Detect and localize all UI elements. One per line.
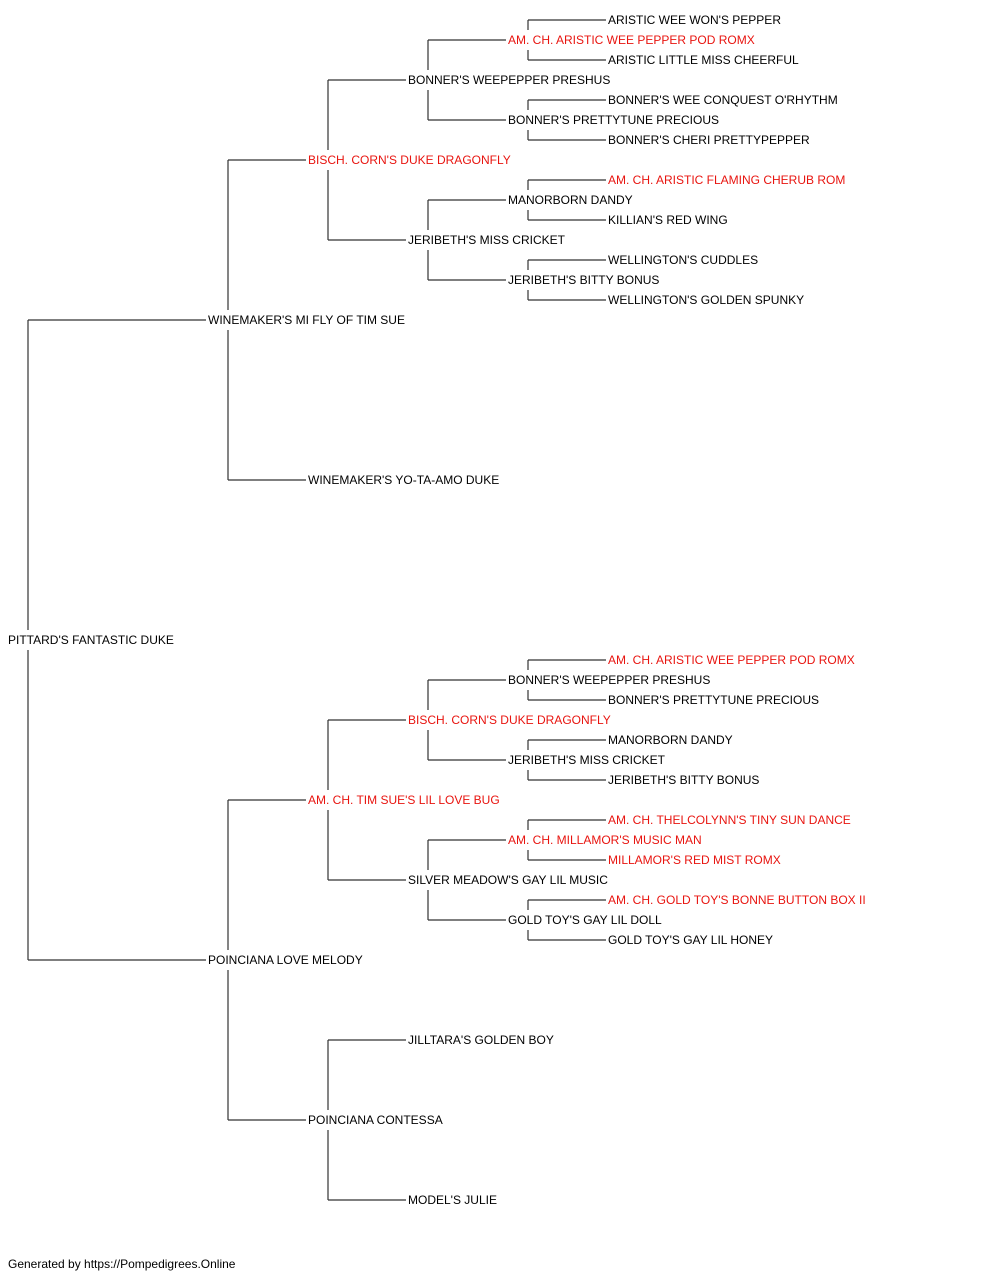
footer-credit: Generated by https://Pompedigrees.Online <box>8 1257 236 1271</box>
pedigree-name-sire-sire-sire-dam-sire-bonner-s-wee-conquest-o-rhythm: BONNER'S WEE CONQUEST O'RHYTHM <box>608 93 838 107</box>
pedigree-name-sire-sire-dam-jeribeth-s-miss-cricket: JERIBETH'S MISS CRICKET <box>408 233 566 247</box>
pedigree-name-sire-sire-sire-sire-sire-aristic-wee-won-s-pepper: ARISTIC WEE WON'S PEPPER <box>608 13 781 27</box>
pedigree-name-dam-dam-poinciana-contessa: POINCIANA CONTESSA <box>308 1113 443 1127</box>
pedigree-name-dam-sire-dam-silver-meadow-s-gay-lil-music: SILVER MEADOW'S GAY LIL MUSIC <box>408 873 608 887</box>
pedigree-name-sire-sire-bisch-corn-s-duke-dragonfly: BISCH. CORN'S DUKE DRAGONFLY <box>308 153 511 167</box>
pedigree-name-sire-sire-sire-sire-dam-aristic-little-miss-cheerful: ARISTIC LITTLE MISS CHEERFUL <box>608 53 799 67</box>
pedigree-name-sire-sire-dam-sire-dam-killian-s-red-wing: KILLIAN'S RED WING <box>608 213 728 227</box>
pedigree-names: PITTARD'S FANTASTIC DUKE WINEMAKER'S MI F… <box>8 13 866 1207</box>
pedigree-name-dam-poinciana-love-melody: POINCIANA LOVE MELODY <box>208 953 363 967</box>
pedigree-name-sire-sire-sire-sire-am-ch-aristic-wee-pepper-pod-romx: AM. CH. ARISTIC WEE PEPPER POD ROMX <box>508 33 755 47</box>
pedigree-name-dam-sire-sire-sire-bonner-s-weepepper-preshus: BONNER'S WEEPEPPER PRESHUS <box>508 673 710 687</box>
pedigree-connector-lines <box>27 19 606 1201</box>
pedigree-name-sire-sire-dam-sire-manorborn-dandy: MANORBORN DANDY <box>508 193 633 207</box>
pedigree-name-sire-sire-sire-dam-dam-bonner-s-cheri-prettypepper: BONNER'S CHERI PRETTYPEPPER <box>608 133 810 147</box>
pedigree-name-sire-dam-winemaker-s-yo-ta-amo-duke: WINEMAKER'S YO-TA-AMO DUKE <box>308 473 499 487</box>
pedigree-name-dam-sire-dam-dam-sire-am-ch-gold-toy-s-bonne-button-box-ii: AM. CH. GOLD TOY'S BONNE BUTTON BOX II <box>608 893 866 907</box>
pedigree-name-sire-sire-dam-dam-jeribeth-s-bitty-bonus: JERIBETH'S BITTY BONUS <box>508 273 659 287</box>
pedigree-name-dam-sire-dam-sire-dam-millamor-s-red-mist-romx: MILLAMOR'S RED MIST ROMX <box>608 853 781 867</box>
pedigree-name-dam-dam-sire-jilltara-s-golden-boy: JILLTARA'S GOLDEN BOY <box>408 1033 554 1047</box>
pedigree-name-dam-sire-dam-dam-dam-gold-toy-s-gay-lil-honey: GOLD TOY'S GAY LIL HONEY <box>608 933 773 947</box>
pedigree-name-dam-sire-dam-dam-gold-toy-s-gay-lil-doll: GOLD TOY'S GAY LIL DOLL <box>508 913 662 927</box>
pedigree-name-dam-sire-sire-dam-dam-jeribeth-s-bitty-bonus: JERIBETH'S BITTY BONUS <box>608 773 759 787</box>
pedigree-name-sire-sire-sire-dam-bonner-s-prettytune-precious: BONNER'S PRETTYTUNE PRECIOUS <box>508 113 719 127</box>
pedigree-name-sire-winemaker-s-mi-fly-of-tim-sue: WINEMAKER'S MI FLY OF TIM SUE <box>208 313 405 327</box>
pedigree-name-sire-sire-sire-bonner-s-weepepper-preshus: BONNER'S WEEPEPPER PRESHUS <box>408 73 610 87</box>
pedigree-name-dam-sire-am-ch-tim-sue-s-lil-love-bug: AM. CH. TIM SUE'S LIL LOVE BUG <box>308 793 500 807</box>
pedigree-name-dam-sire-sire-bisch-corn-s-duke-dragonfly: BISCH. CORN'S DUKE DRAGONFLY <box>408 713 611 727</box>
pedigree-name-dam-sire-sire-dam-sire-manorborn-dandy: MANORBORN DANDY <box>608 733 733 747</box>
pedigree-name-dam-sire-sire-dam-jeribeth-s-miss-cricket: JERIBETH'S MISS CRICKET <box>508 753 666 767</box>
pedigree-name-dam-sire-dam-sire-sire-am-ch-thelcolynn-s-tiny-sun-dance: AM. CH. THELCOLYNN'S TINY SUN DANCE <box>608 813 851 827</box>
pedigree-name-dam-dam-dam-model-s-julie: MODEL'S JULIE <box>408 1193 497 1207</box>
pedigree-name-dam-sire-sire-sire-dam-bonner-s-prettytune-precious: BONNER'S PRETTYTUNE PRECIOUS <box>608 693 819 707</box>
pedigree-name--pittard-s-fantastic-duke: PITTARD'S FANTASTIC DUKE <box>8 633 174 647</box>
pedigree-name-dam-sire-dam-sire-am-ch-millamor-s-music-man: AM. CH. MILLAMOR'S MUSIC MAN <box>508 833 702 847</box>
pedigree-name-sire-sire-dam-dam-dam-wellington-s-golden-spunky: WELLINGTON'S GOLDEN SPUNKY <box>608 293 804 307</box>
pedigree-name-dam-sire-sire-sire-sire-am-ch-aristic-wee-pepper-pod-romx: AM. CH. ARISTIC WEE PEPPER POD ROMX <box>608 653 855 667</box>
pedigree-name-sire-sire-dam-dam-sire-wellington-s-cuddles: WELLINGTON'S CUDDLES <box>608 253 758 267</box>
pedigree-name-sire-sire-dam-sire-sire-am-ch-aristic-flaming-cherub-rom: AM. CH. ARISTIC FLAMING CHERUB ROM <box>608 173 845 187</box>
